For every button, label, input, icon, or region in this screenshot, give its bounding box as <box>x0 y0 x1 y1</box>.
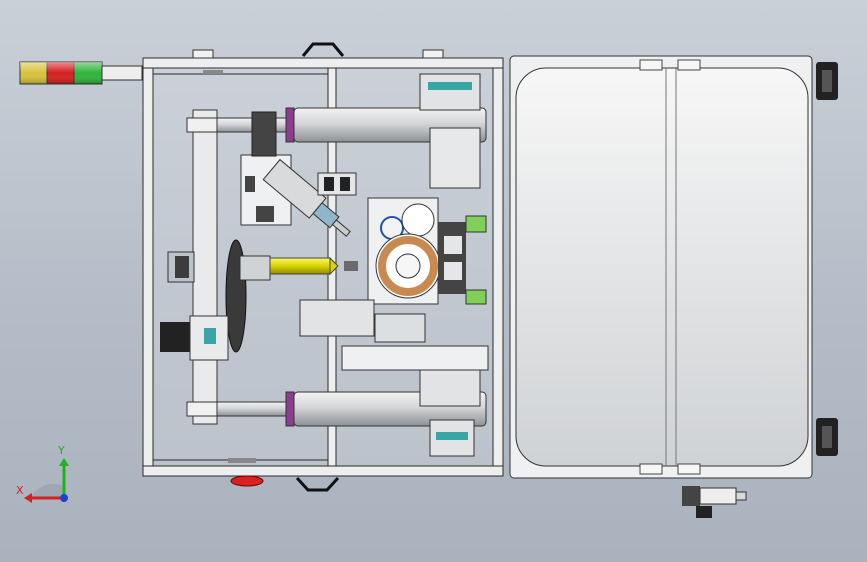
triad-y-label: Y <box>57 444 65 457</box>
axis-triad-icon: Y X <box>16 444 69 503</box>
angled-tool-head <box>240 111 357 237</box>
right-casters <box>816 62 838 456</box>
bottom-handle <box>228 458 340 492</box>
rotary-table <box>367 197 487 305</box>
air-regulator <box>682 486 747 518</box>
stack-light-icon <box>19 61 143 85</box>
right-enclosure <box>509 55 813 479</box>
slide-rails <box>299 73 489 457</box>
top-handle <box>192 42 444 74</box>
left-mount-plate <box>167 109 218 425</box>
triad-x-label: X <box>16 484 24 497</box>
feed-pulley <box>160 239 358 361</box>
